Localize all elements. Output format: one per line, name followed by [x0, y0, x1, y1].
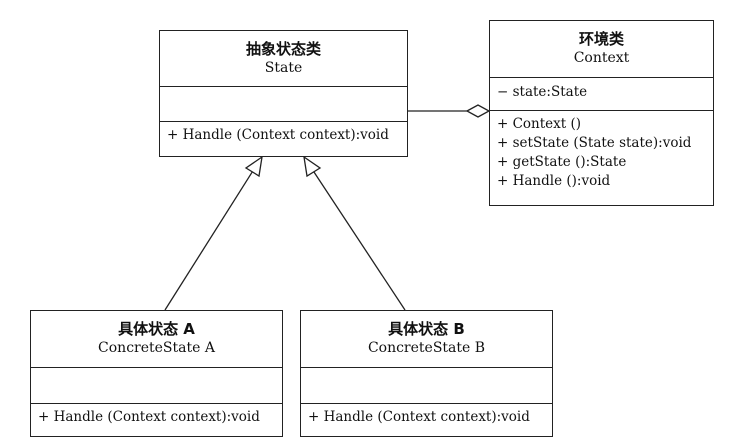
generalization-arrowhead-b	[303, 155, 322, 178]
class-concrete-b-cn-name: 具体状态 B	[388, 320, 465, 338]
class-concrete-state-a: 具体状态 A ConcreteState A + Handle (Context…	[30, 310, 283, 437]
class-context-operation: + setState (State state):void	[497, 135, 692, 151]
class-concrete-b-operation: + Handle (Context context):void	[308, 409, 530, 425]
class-concrete-a-operations: + Handle (Context context):void	[31, 403, 282, 427]
class-state-attributes	[160, 86, 407, 121]
class-context-name: 环境类 Context	[490, 21, 713, 77]
class-state-operations: + Handle (Context context):void	[160, 121, 407, 145]
class-context-attributes: − state:State	[490, 77, 713, 110]
class-concrete-b-name: 具体状态 B ConcreteState B	[301, 311, 552, 367]
class-context-operation: + Handle ():void	[497, 173, 611, 189]
class-state-en-name: State	[264, 59, 303, 76]
class-concrete-state-b: 具体状态 B ConcreteState B + Handle (Context…	[300, 310, 553, 437]
class-context: 环境类 Context − state:State + Context () +…	[489, 20, 714, 206]
class-context-operations: + Context () + setState (State state):vo…	[490, 110, 713, 191]
class-state: 抽象状态类 State + Handle (Context context):v…	[159, 30, 408, 157]
generalization-line-a	[164, 165, 257, 311]
class-concrete-a-cn-name: 具体状态 A	[118, 320, 195, 338]
class-concrete-a-operation: + Handle (Context context):void	[38, 409, 260, 425]
class-concrete-b-en-name: ConcreteState B	[367, 340, 486, 356]
class-state-cn-name: 抽象状态类	[245, 39, 321, 58]
generalization-arrowhead-a	[244, 155, 263, 178]
aggregation-diamond	[465, 104, 491, 118]
class-state-operation: + Handle (Context context):void	[167, 127, 389, 143]
class-context-en-name: Context	[573, 50, 630, 66]
class-context-operation: + getState ():State	[497, 154, 627, 170]
class-concrete-a-en-name: ConcreteState A	[98, 340, 215, 356]
class-state-name: 抽象状态类 State	[160, 31, 407, 86]
class-concrete-b-attributes	[301, 367, 552, 403]
class-context-cn-name: 环境类	[578, 30, 624, 48]
class-concrete-b-operations: + Handle (Context context):void	[301, 403, 552, 427]
class-concrete-a-name: 具体状态 A ConcreteState A	[31, 311, 282, 367]
generalization-line-b	[309, 165, 406, 311]
class-context-operation: + Context ()	[497, 116, 582, 132]
class-context-attribute: − state:State	[497, 84, 588, 100]
class-concrete-a-attributes	[31, 367, 282, 403]
